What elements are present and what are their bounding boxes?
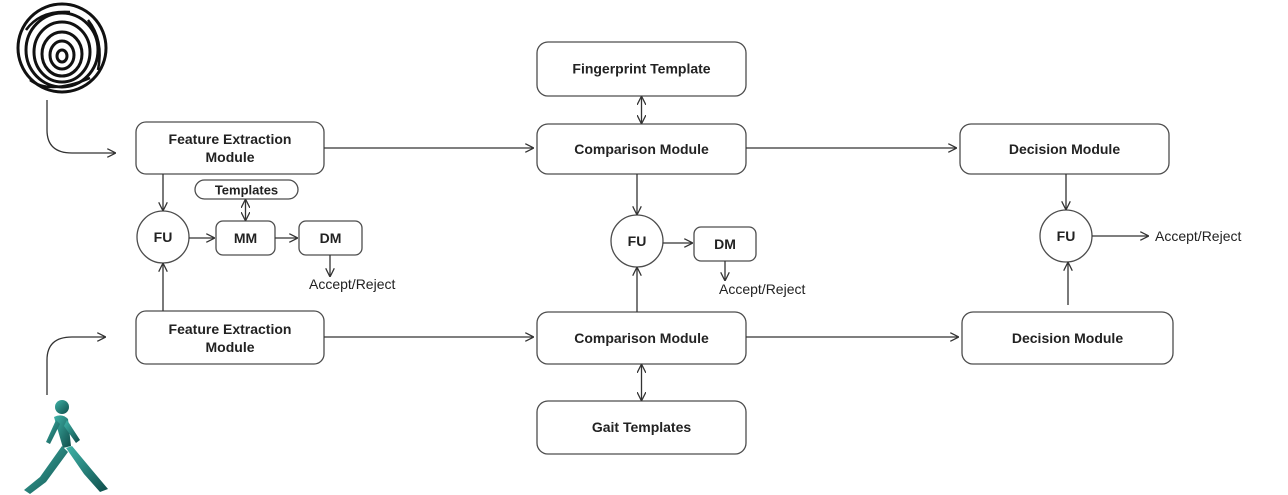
fu-right-label: FU: [1057, 228, 1076, 244]
comparison-module-bottom: Comparison Module: [536, 311, 747, 365]
connector-arrows: [163, 97, 1148, 400]
decision-top-label: Decision Module: [1009, 141, 1120, 157]
fu-node-right: FU: [1039, 209, 1093, 263]
gait-templates-box: Gait Templates: [536, 400, 747, 455]
comparison-top-label: Comparison Module: [574, 141, 709, 157]
dm-box-left: DM: [298, 220, 363, 256]
accept-reject-middle: Accept/Reject: [719, 281, 805, 297]
comparison-module-top: Comparison Module: [536, 123, 747, 175]
fu-left-label: FU: [154, 229, 173, 245]
decision-bottom-label: Decision Module: [1012, 330, 1123, 346]
fu-middle-label: FU: [628, 233, 647, 249]
accept-reject-left: Accept/Reject: [309, 276, 395, 292]
mm-label: MM: [234, 230, 257, 246]
fingerprint-template-box: Fingerprint Template: [536, 41, 747, 97]
walking-person-icon: [24, 400, 108, 494]
fingerprint-template-label: Fingerprint Template: [572, 61, 710, 77]
dm-box-middle: DM: [693, 226, 757, 262]
fingerprint-input-arrow: [46, 100, 115, 153]
feature-extraction-module-top: Feature Extraction Module: [135, 121, 325, 175]
dm-middle-label: DM: [714, 236, 736, 252]
feature-extraction-module-bottom: Feature Extraction Module: [135, 310, 325, 365]
fingerprint-icon: [16, 2, 108, 94]
templates-pill: Templates: [194, 179, 299, 200]
decision-module-bottom: Decision Module: [961, 311, 1174, 365]
fu-node-left: FU: [136, 210, 190, 264]
feature-extraction-bottom-line2: Module: [206, 339, 255, 355]
gait-input-arrow: [46, 337, 105, 395]
feature-extraction-bottom-line1: Feature Extraction: [169, 321, 292, 337]
decision-module-top: Decision Module: [959, 123, 1170, 175]
feature-extraction-top-line2: Module: [206, 149, 255, 165]
mm-box: MM: [215, 220, 276, 256]
dm-left-label: DM: [320, 230, 342, 246]
comparison-bottom-label: Comparison Module: [574, 330, 709, 346]
accept-reject-right: Accept/Reject: [1155, 228, 1241, 244]
templates-label: Templates: [215, 183, 278, 198]
fu-node-middle: FU: [610, 214, 664, 268]
feature-extraction-top-line1: Feature Extraction: [169, 131, 292, 147]
gait-templates-label: Gait Templates: [592, 419, 692, 435]
